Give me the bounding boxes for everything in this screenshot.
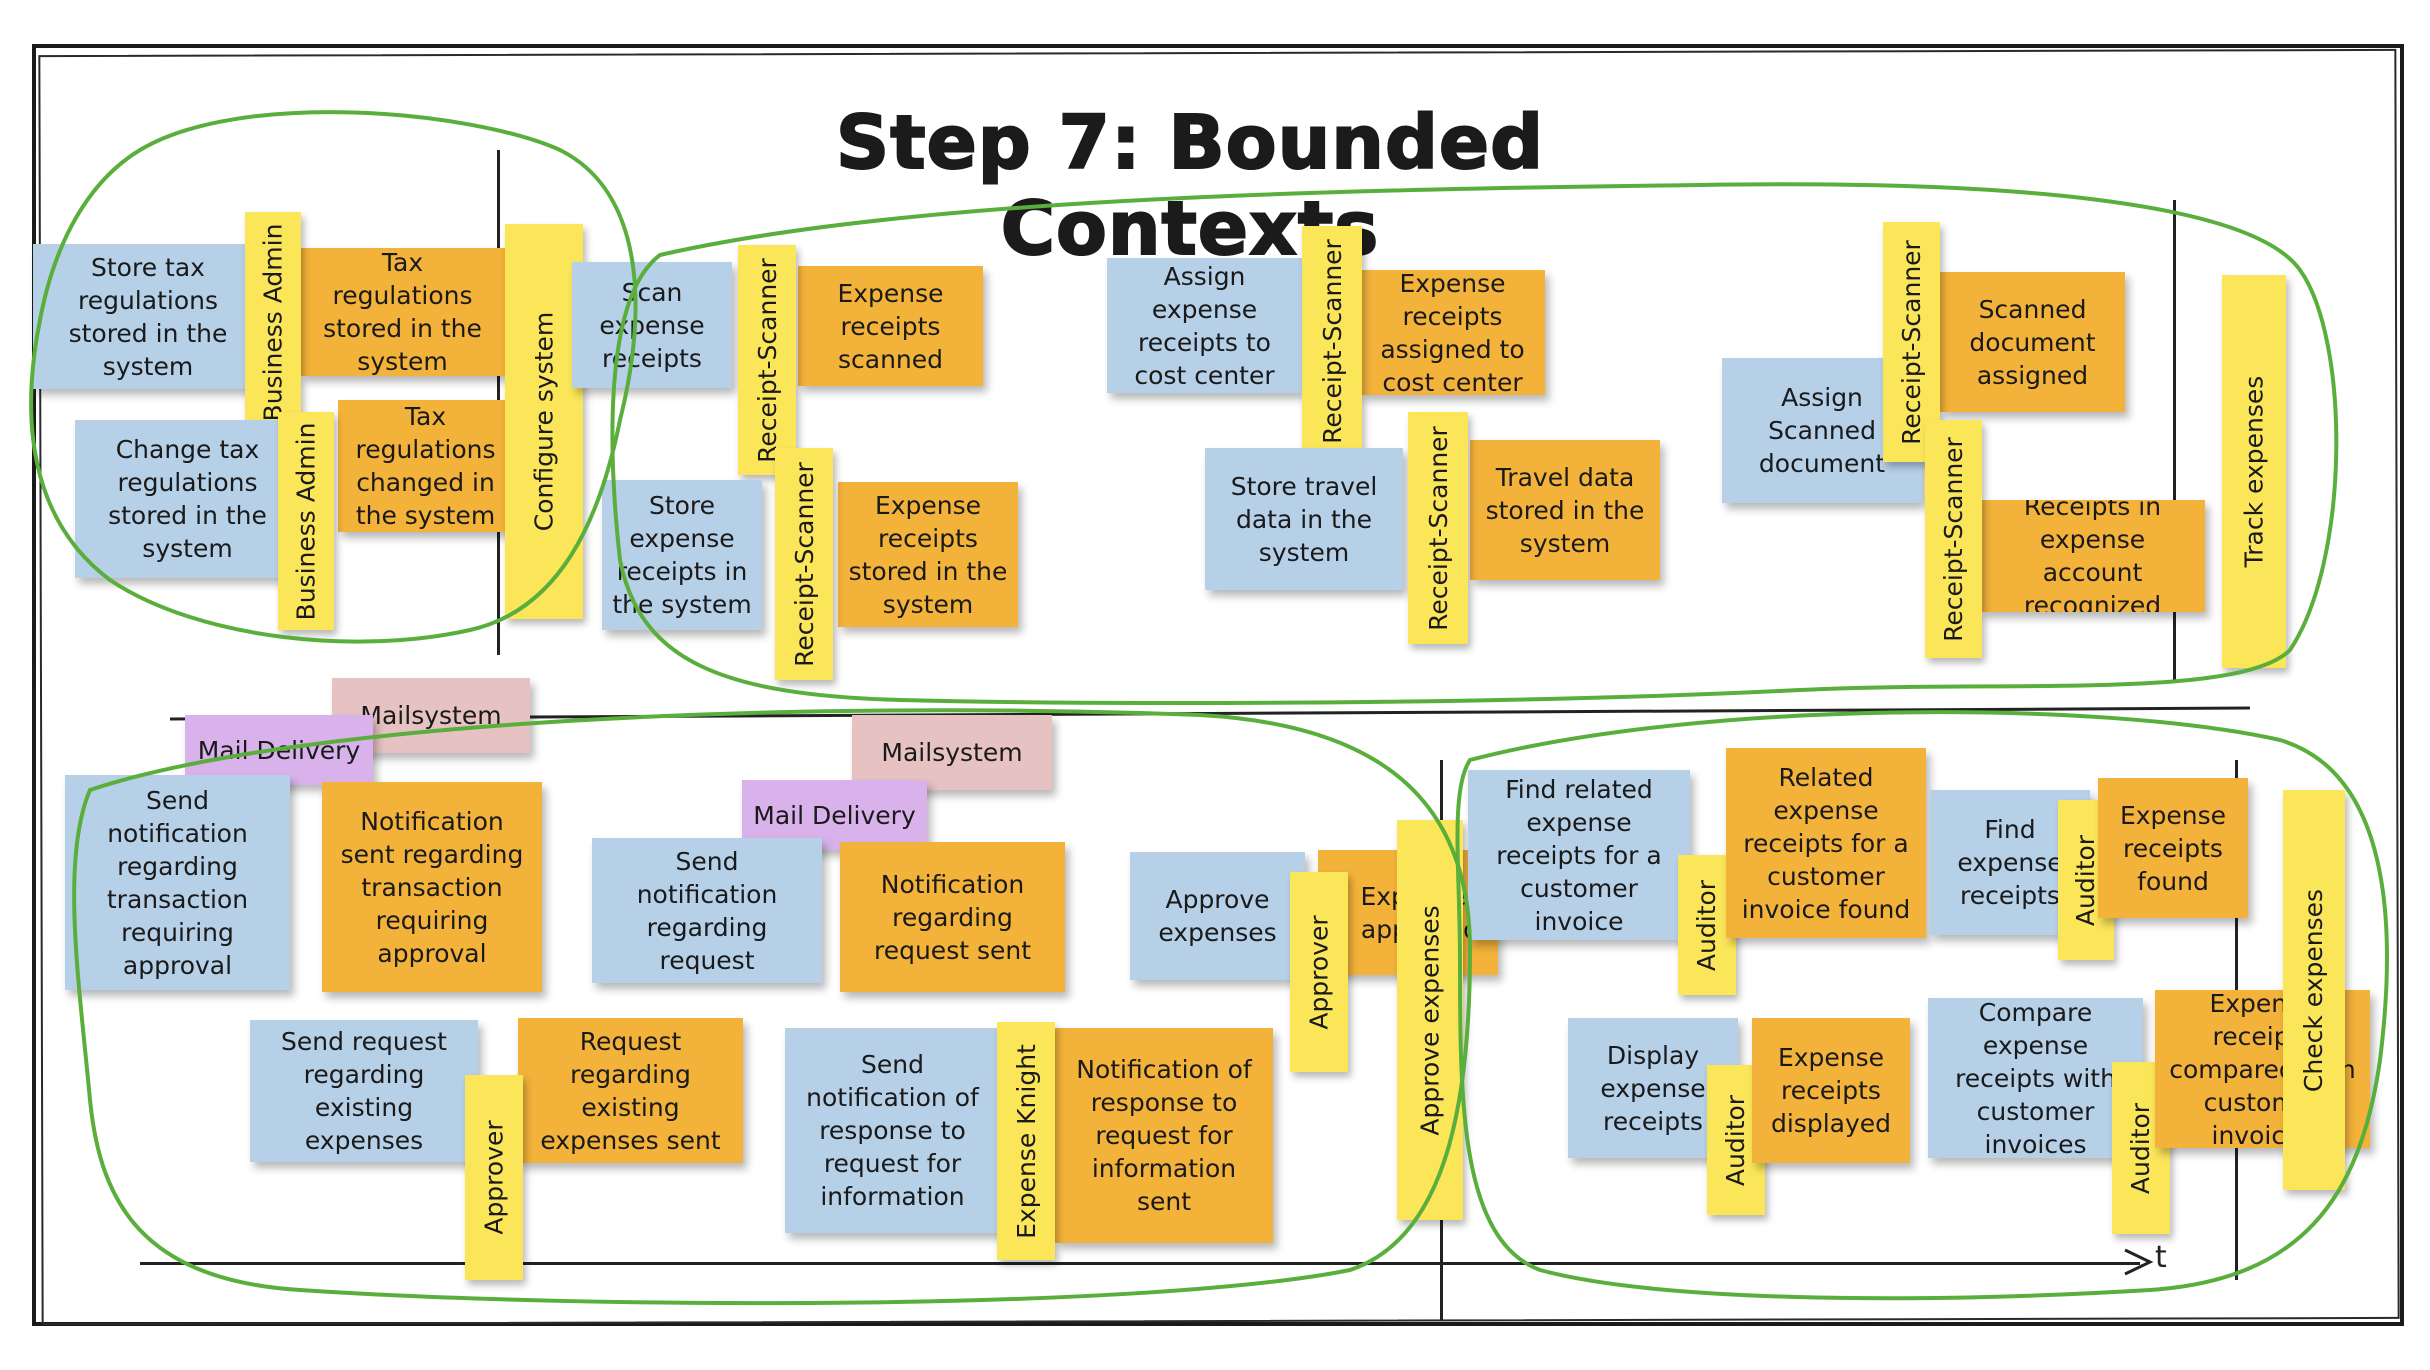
command-note: Approve expenses xyxy=(1130,852,1305,980)
event-note: Expense receipts stored in the system xyxy=(838,482,1018,627)
external-system-note: Mailsystem xyxy=(852,715,1052,790)
command-note: Compare expense receipts with customer i… xyxy=(1928,998,2143,1158)
event-note: Related expense receipts for a customer … xyxy=(1726,748,1926,938)
event-note: Expense receipts displayed xyxy=(1752,1018,1910,1163)
event-note: Scanned document assigned xyxy=(1940,272,2125,412)
command-note: Find related expense receipts for a cust… xyxy=(1468,770,1690,940)
actor-note: Approver xyxy=(1290,872,1348,1072)
event-note: Notification regarding request sent xyxy=(840,842,1065,992)
event-note: Tax regulations stored in the system xyxy=(300,248,505,376)
command-note: Store travel data in the system xyxy=(1205,448,1403,590)
event-note: Tax regulations changed in the system xyxy=(338,400,513,532)
timeline-axis xyxy=(140,1262,2140,1265)
command-note: Assign Scanned document xyxy=(1722,358,1922,503)
actor-note: Receipt-Scanner xyxy=(1925,420,1982,658)
command-note: Send notification regarding transaction … xyxy=(65,775,290,990)
actor-note: Approver xyxy=(465,1075,523,1280)
command-note: Send notification regarding request xyxy=(592,838,822,983)
actor-note: Receipt-Scanner xyxy=(1408,412,1468,644)
context-label-note: Check expenses xyxy=(2283,790,2345,1190)
actor-note: Expense Knight xyxy=(997,1022,1055,1260)
event-note: Notification of response to request for … xyxy=(1055,1028,1273,1243)
actor-note: Business Admin xyxy=(278,412,334,630)
command-note: Assign expense receipts to cost center xyxy=(1107,258,1302,393)
board-frame xyxy=(32,44,2404,1326)
event-note: Expense receipts scanned xyxy=(798,266,983,386)
event-note: Expense receipts assigned to cost center xyxy=(1360,270,1545,395)
timeline-label: t xyxy=(2155,1240,2167,1275)
context-label-note: Configure system xyxy=(505,224,583,619)
command-note: Change tax regulations stored in the sys… xyxy=(75,420,300,578)
context-label-note: Track expenses xyxy=(2222,275,2286,668)
context-boundary-approve xyxy=(72,708,1473,1306)
event-note: Request regarding existing expenses sent xyxy=(518,1018,743,1163)
context-boundary-configure xyxy=(29,110,638,644)
event-note: Expense receipts found xyxy=(2098,778,2248,918)
context-boundary-check xyxy=(1455,710,2389,1301)
column-divider xyxy=(2173,200,2176,680)
timeline-arrow-icon xyxy=(2124,1248,2154,1276)
command-note: Send request regarding existing expenses xyxy=(250,1020,478,1162)
event-note: Travel data stored in the system xyxy=(1470,440,1660,580)
actor-note: Receipt-Scanner xyxy=(1302,226,1362,456)
event-note: Receipts in expense account recognized xyxy=(1980,500,2205,612)
actor-note: Receipt-Scanner xyxy=(775,448,833,680)
event-note: Notification sent regarding transaction … xyxy=(322,782,542,992)
command-note: Store expense receipts in the system xyxy=(602,480,762,630)
actor-note: Receipt-Scanner xyxy=(738,245,796,475)
context-boundary-track xyxy=(610,182,2339,705)
context-label-note: Approve expenses xyxy=(1397,820,1463,1220)
command-note: Store tax regulations stored in the syst… xyxy=(33,244,263,389)
actor-note: Business Admin xyxy=(245,212,301,432)
command-note: Send notification of response to request… xyxy=(785,1028,1000,1233)
